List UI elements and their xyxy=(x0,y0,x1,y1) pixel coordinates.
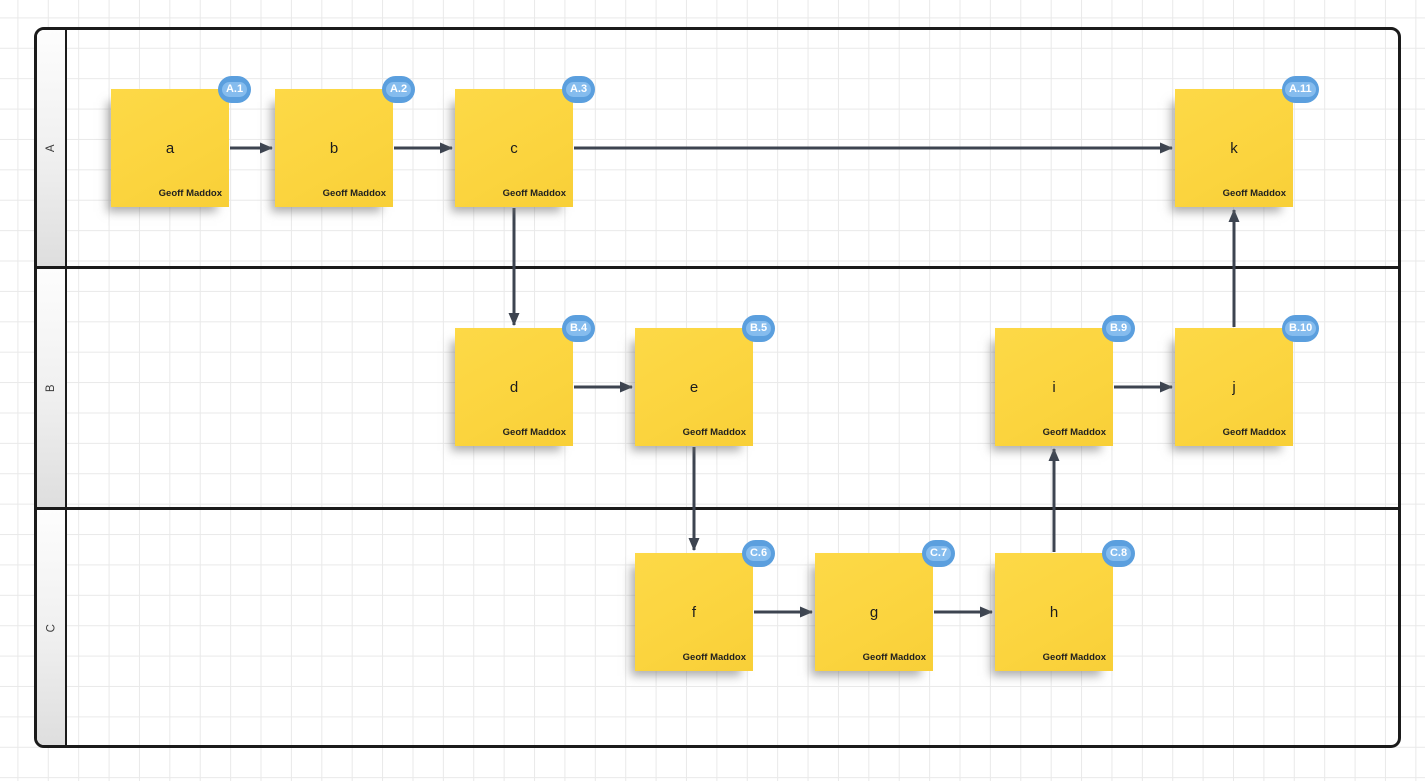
note-tag-badge-text: A.3 xyxy=(565,82,592,97)
note-author: Geoff Maddox xyxy=(1042,427,1106,438)
note-text: f xyxy=(691,603,697,621)
note-text: k xyxy=(1230,139,1238,157)
note-tag-badge: A.2 xyxy=(382,76,415,103)
note-text: j xyxy=(1232,378,1236,396)
swimlane-C[interactable]: C xyxy=(37,510,1398,745)
swimlane-B[interactable]: B xyxy=(37,269,1398,510)
lane-header-C[interactable]: C xyxy=(37,510,67,745)
note-tag-badge: A.1 xyxy=(218,76,251,103)
note-text: g xyxy=(869,603,879,621)
note-tag-badge: B.5 xyxy=(742,315,775,342)
note-tag-badge-text: B.9 xyxy=(1105,321,1132,336)
note-tag-badge-text: C.7 xyxy=(925,546,952,561)
note-author: Geoff Maddox xyxy=(1222,427,1286,438)
note-text: b xyxy=(329,139,339,157)
note-author: Geoff Maddox xyxy=(682,652,746,663)
note-tag-badge-text: A.1 xyxy=(221,82,248,97)
lane-label: A xyxy=(44,143,57,153)
note-tag-badge-text: A.2 xyxy=(385,82,412,97)
note-tag-badge: B.9 xyxy=(1102,315,1135,342)
note-tag-badge: C.8 xyxy=(1102,540,1135,567)
note-author: Geoff Maddox xyxy=(502,427,566,438)
note-tag-badge-text: B.10 xyxy=(1285,321,1317,336)
note-tag-badge-text: C.8 xyxy=(1105,546,1132,561)
note-tag-badge-text: B.5 xyxy=(745,321,772,336)
lane-label: C xyxy=(45,623,57,632)
lane-label: B xyxy=(44,383,57,393)
note-tag-badge-text: C.6 xyxy=(745,546,772,561)
note-author: Geoff Maddox xyxy=(862,652,926,663)
note-author: Geoff Maddox xyxy=(1222,188,1286,199)
note-tag-badge: C.7 xyxy=(922,540,955,567)
note-text: c xyxy=(510,139,518,157)
swimlane-frame[interactable]: A B C xyxy=(34,27,1401,748)
note-author: Geoff Maddox xyxy=(502,188,566,199)
note-tag-badge: A.11 xyxy=(1282,76,1319,103)
note-tag-badge: C.6 xyxy=(742,540,775,567)
note-tag-badge: A.3 xyxy=(562,76,595,103)
note-tag-badge: B.10 xyxy=(1282,315,1320,342)
note-tag-badge-text: A.11 xyxy=(1285,82,1316,97)
lane-header-A[interactable]: A xyxy=(37,30,67,266)
swimlane-A[interactable]: A xyxy=(37,30,1398,269)
note-text: h xyxy=(1049,603,1059,621)
note-author: Geoff Maddox xyxy=(322,188,386,199)
note-text: e xyxy=(689,378,699,396)
note-text: a xyxy=(165,139,175,157)
lane-header-B[interactable]: B xyxy=(37,269,67,507)
note-tag-badge-text: B.4 xyxy=(565,321,592,336)
note-author: Geoff Maddox xyxy=(158,188,222,199)
note-text: d xyxy=(509,378,519,396)
note-tag-badge: B.4 xyxy=(562,315,595,342)
note-author: Geoff Maddox xyxy=(1042,652,1106,663)
note-author: Geoff Maddox xyxy=(682,427,746,438)
note-text: i xyxy=(1052,378,1056,396)
